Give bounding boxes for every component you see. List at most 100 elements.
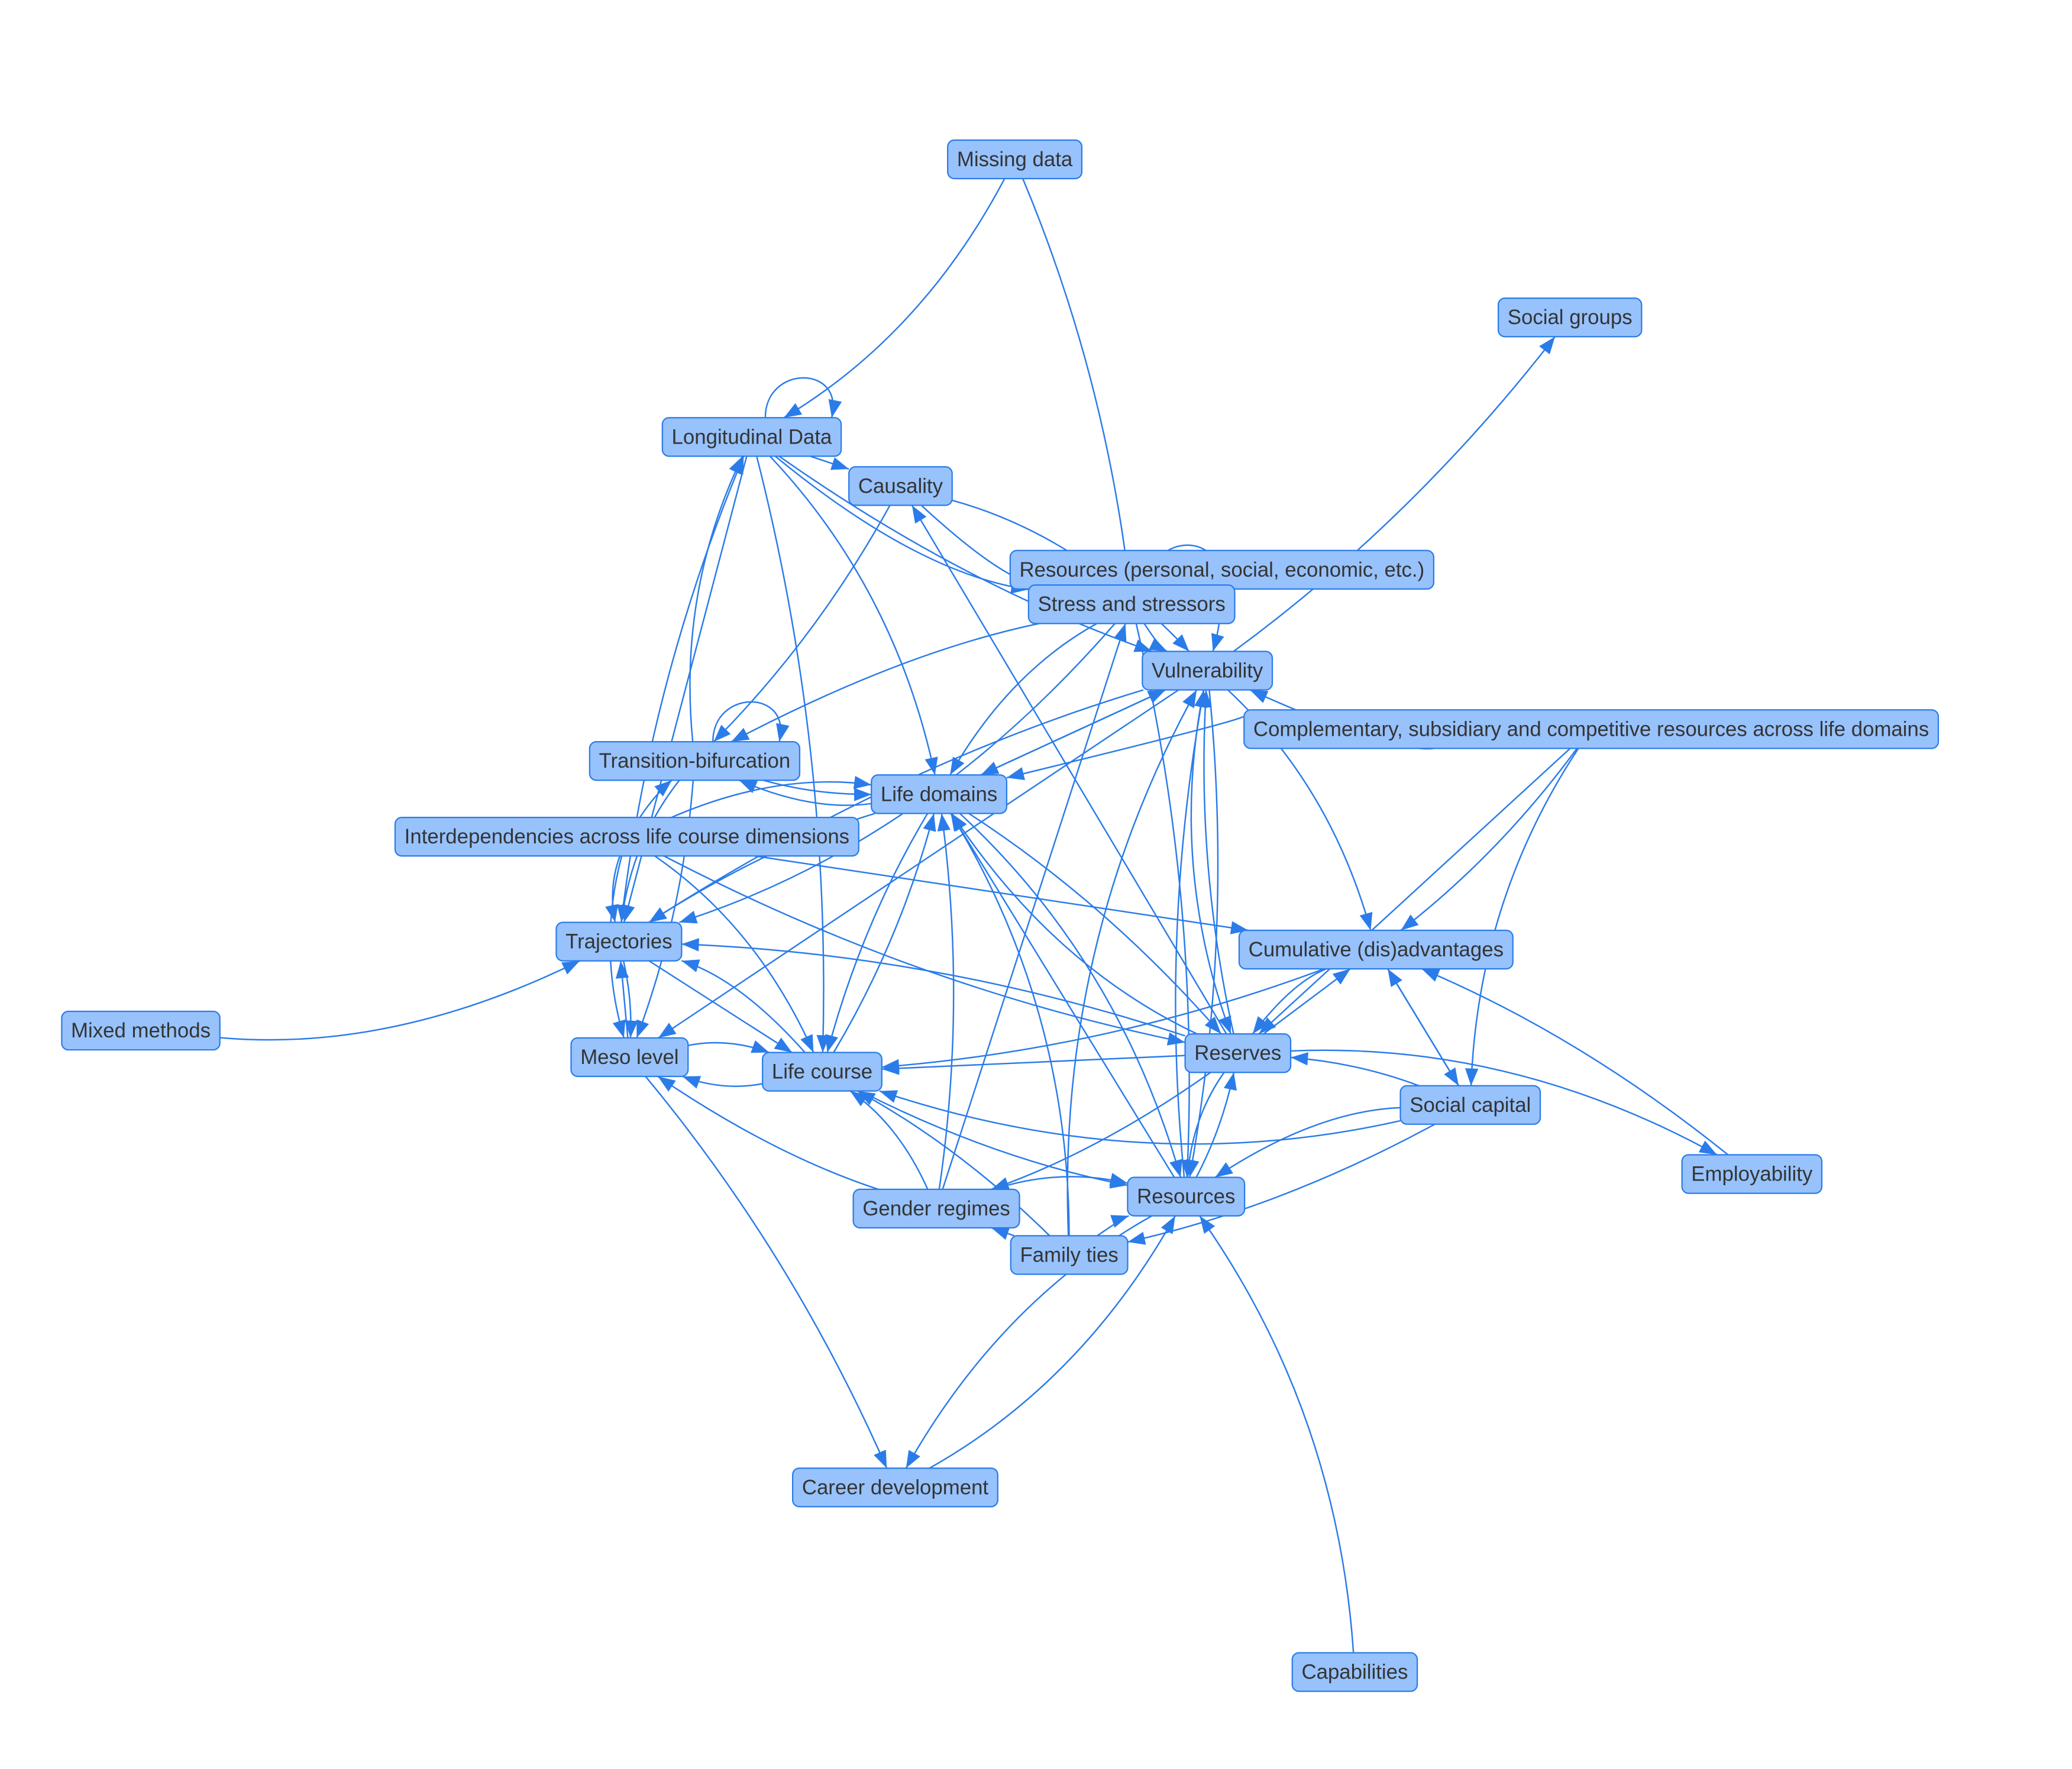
- node-label: Transition-bifurcation: [599, 749, 791, 772]
- node-soccap[interactable]: Social capital: [1399, 1085, 1541, 1125]
- node-compl[interactable]: Complementary, subsidiary and competitiv…: [1243, 709, 1940, 749]
- edge-compl-to-cumul: [1400, 748, 1578, 931]
- node-longdata[interactable]: Longitudinal Data: [661, 417, 842, 457]
- edge-soccap-to-lifecourse: [879, 1090, 1401, 1145]
- edge-line: [833, 813, 935, 1053]
- arrowhead-icon: [649, 907, 667, 923]
- node-family[interactable]: Family ties: [1010, 1235, 1129, 1275]
- edge-line: [1214, 1107, 1401, 1178]
- arrowhead-icon: [825, 1034, 838, 1053]
- node-cumul[interactable]: Cumulative (dis)advantages: [1238, 929, 1514, 970]
- edge-line: [657, 1075, 879, 1191]
- node-lifedom[interactable]: Life domains: [871, 774, 1008, 814]
- edge-resources-to-lifedom: [950, 813, 1175, 1178]
- edge-soccap-to-reserves: [1290, 1052, 1420, 1086]
- edge-line: [654, 855, 814, 1053]
- arrowhead-icon: [1539, 337, 1555, 355]
- arrowhead-icon: [853, 775, 872, 790]
- node-box: [1243, 709, 1940, 749]
- arrowhead-icon: [981, 761, 1000, 775]
- edge-resources-to-vuln: [1175, 690, 1208, 1178]
- edge-line: [774, 455, 1029, 591]
- edge-longdata-to-lifedom: [769, 455, 938, 775]
- edge-line: [942, 623, 1126, 1190]
- arrowhead-icon: [751, 1040, 770, 1053]
- edge-career-to-resources: [929, 1215, 1176, 1469]
- node-stress[interactable]: Stress and stressors: [1027, 584, 1236, 625]
- edge-line: [1066, 689, 1198, 1236]
- node-causality[interactable]: Causality: [848, 466, 953, 506]
- node-label: Complementary, subsidiary and competitiv…: [1253, 717, 1929, 740]
- node-box: [555, 921, 683, 962]
- node-capab[interactable]: Capabilities: [1291, 1652, 1418, 1692]
- edge-family-to-lifecourse: [857, 1090, 1050, 1237]
- node-box: [848, 466, 953, 506]
- node-lifecourse[interactable]: Life course: [762, 1052, 883, 1092]
- arrowhead-icon: [1149, 638, 1168, 652]
- arrowhead-icon: [731, 727, 750, 742]
- arrowhead-icon: [911, 505, 927, 524]
- arrowhead-icon: [854, 788, 872, 801]
- arrowhead-icon: [937, 813, 951, 832]
- node-gender[interactable]: Gender regimes: [852, 1188, 1020, 1229]
- node-box: [762, 1052, 883, 1092]
- node-mixed[interactable]: Mixed methods: [61, 1010, 221, 1051]
- edge-line: [681, 943, 1185, 1037]
- node-socgroups[interactable]: Social groups: [1497, 297, 1643, 338]
- node-trans[interactable]: Transition-bifurcation: [589, 740, 801, 781]
- edge-line: [1290, 1056, 1420, 1086]
- edge-line: [754, 855, 1249, 932]
- arrowhead-icon: [1698, 1140, 1717, 1155]
- arrowhead-icon: [1182, 690, 1197, 709]
- arrowhead-icon: [1169, 1159, 1182, 1178]
- edge-traj-to-lifecourse: [648, 960, 793, 1053]
- arrowhead-icon: [1127, 1231, 1146, 1245]
- node-label: Life domains: [881, 782, 997, 806]
- node-employ[interactable]: Employability: [1681, 1154, 1823, 1194]
- node-resources[interactable]: Resources: [1127, 1176, 1246, 1217]
- node-box: [661, 417, 842, 457]
- edge-interdep-to-traj: [605, 855, 621, 923]
- node-meso[interactable]: Meso level: [570, 1037, 689, 1078]
- edge-meso-to-lifecourse: [688, 1040, 770, 1053]
- node-resp[interactable]: Resources (personal, social, economic, e…: [1009, 549, 1435, 590]
- edge-reserves-to-vuln: [1198, 690, 1234, 1034]
- node-label: Vulnerability: [1152, 659, 1263, 682]
- edge-lifecourse-to-lifedom: [833, 813, 936, 1053]
- node-box: [1399, 1085, 1541, 1125]
- node-traj[interactable]: Trajectories: [555, 921, 683, 962]
- node-box: [589, 740, 801, 781]
- node-interdep[interactable]: Interdependencies across life course dim…: [394, 816, 859, 857]
- arrowhead-icon: [658, 1076, 676, 1092]
- node-label: Trajectories: [565, 930, 672, 953]
- arrowhead-icon: [1133, 639, 1152, 652]
- node-box: [61, 1010, 221, 1051]
- edge-trans-to-meso: [636, 780, 694, 1039]
- node-career[interactable]: Career development: [791, 1467, 998, 1508]
- edges-layer: [219, 178, 1729, 1653]
- node-label: Causality: [858, 474, 943, 497]
- arrowhead-icon: [681, 959, 700, 972]
- edge-line: [1421, 968, 1729, 1156]
- arrowhead-icon: [874, 1450, 887, 1469]
- edge-reserves-to-traj: [681, 938, 1185, 1037]
- edge-line: [1400, 748, 1578, 931]
- edge-line: [881, 968, 1325, 1068]
- edge-gender-to-stress: [942, 623, 1127, 1190]
- node-box: [791, 1467, 998, 1508]
- node-reserves[interactable]: Reserves: [1184, 1033, 1292, 1073]
- edge-lifecourse-to-traj: [681, 959, 806, 1053]
- node-label: Social groups: [1508, 306, 1633, 329]
- edge-line: [949, 623, 1097, 775]
- node-box: [1142, 651, 1273, 691]
- node-vuln[interactable]: Vulnerability: [1142, 651, 1273, 691]
- edge-trans-to-longdata: [689, 455, 744, 742]
- edge-line: [739, 780, 872, 806]
- arrowhead-icon: [730, 456, 744, 475]
- node-missing[interactable]: Missing data: [947, 139, 1083, 180]
- edge-line: [663, 855, 1185, 1043]
- edge-missing-to-longdata: [783, 178, 1006, 419]
- node-label: Social capital: [1410, 1094, 1531, 1117]
- arrowhead-icon: [950, 756, 965, 775]
- node-label: Gender regimes: [862, 1197, 1010, 1220]
